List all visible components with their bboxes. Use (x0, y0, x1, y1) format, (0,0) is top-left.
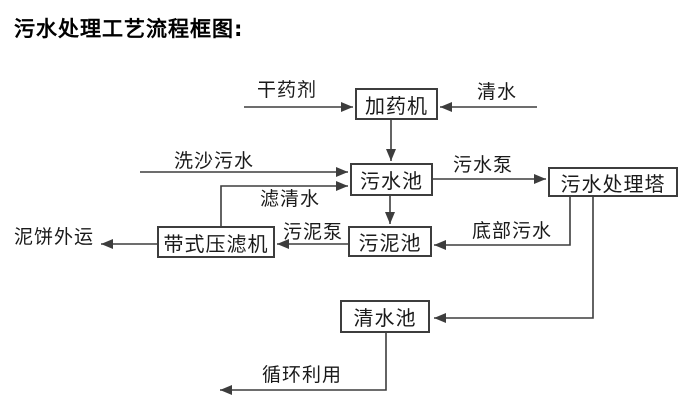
edge-bottom-sewage-to-sludge-pool (434, 197, 571, 250)
label-bottom-sewage: 底部污水 (472, 220, 553, 242)
label-mud-cake-out: 泥饼外运 (14, 226, 95, 248)
label-sand-washing-sewage: 洗沙污水 (174, 150, 255, 172)
label-clean-water: 清水 (477, 81, 518, 103)
label-recycle-use: 循环利用 (262, 364, 343, 386)
node-belt-filter-press: 带式压滤机 (157, 226, 275, 258)
label-sewage-pump: 污水泵 (453, 154, 514, 176)
label-filtered-water: 滤清水 (260, 188, 321, 210)
edge-tower-to-clean-pool (434, 197, 594, 323)
node-dosing-machine: 加药机 (355, 88, 438, 120)
node-treatment-tower: 污水处理塔 (548, 167, 678, 197)
node-sewage-pool: 污水池 (350, 163, 433, 196)
label-dry-agent: 干药剂 (257, 79, 318, 101)
edge-filtered-water-to-sewage-pool (220, 181, 348, 226)
node-clean-water-pool: 清水池 (340, 300, 430, 333)
node-sludge-pool: 污泥池 (348, 226, 432, 257)
label-sludge-pump: 污泥泵 (283, 221, 344, 243)
page-title: 污水处理工艺流程框图: (14, 17, 244, 41)
edge-clean-pool-to-recycle (220, 333, 387, 395)
